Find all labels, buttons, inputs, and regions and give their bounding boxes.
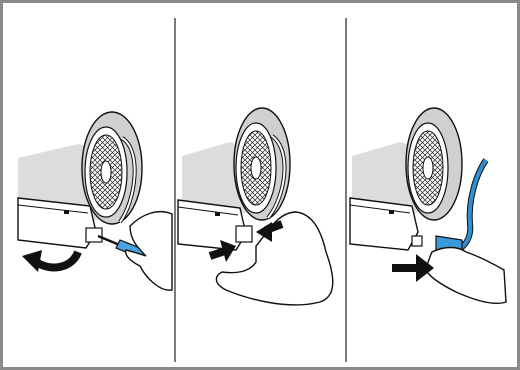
hand-1: [125, 210, 173, 291]
squeeze-arrows-icon: [208, 220, 284, 262]
clip-2: [235, 225, 253, 243]
hand-2: [215, 211, 334, 306]
arrow-right-icon: [392, 254, 434, 282]
curved-arrow-left-icon: [22, 250, 82, 272]
housing-plate-1: [17, 197, 97, 249]
fan-3: [405, 107, 463, 221]
panel-3: [349, 107, 507, 304]
housing-plate-3: [349, 197, 419, 251]
clip-1: [85, 227, 103, 243]
panel-2: [177, 107, 334, 306]
fan-2: [233, 107, 291, 221]
panel-1: [17, 111, 173, 291]
